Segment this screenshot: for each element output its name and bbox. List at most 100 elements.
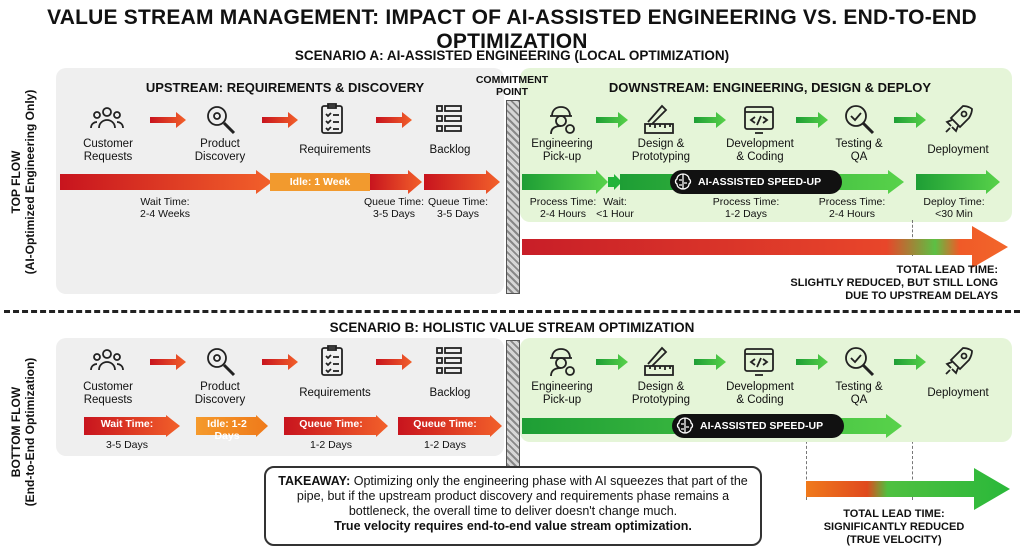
engineer-helmet-icon [550, 106, 575, 135]
bottom-wait-bar [84, 415, 180, 437]
step-customer-requests: Customer Requests [83, 381, 133, 406]
scenario-a-title: SCENARIO A: AI-ASSISTED ENGINEERING (LOC… [294, 48, 730, 63]
flow-arrow [376, 112, 412, 128]
bottom-flow-label: BOTTOM FLOW(End-to-End Optimization) [9, 357, 37, 507]
code-window-icon [744, 106, 774, 134]
bottom-ai-badge-text: AI-ASSISTED SPEED-UP [700, 420, 824, 432]
step-testing-qa: Testing & QA [835, 381, 883, 406]
top-queue-bar-2 [424, 170, 500, 194]
top-queue-bar-1 [370, 170, 422, 194]
clipboard-checklist-icon [321, 345, 343, 376]
top-wait-bar [60, 170, 272, 194]
top-ai-speedup-badge: AI-ASSISTED SPEED-UP [670, 170, 842, 194]
top-deploy-bar [916, 170, 1000, 194]
scenario-divider [4, 310, 1020, 313]
flow-arrow [694, 112, 726, 128]
bottom-queue-bar-1 [284, 415, 388, 437]
step-design-prototyping: Design & Prototyping [631, 138, 691, 163]
flow-arrow [894, 112, 926, 128]
step-backlog: Backlog [429, 144, 471, 156]
page-title: VALUE STREAM MANAGEMENT: IMPACT OF AI-AS… [47, 6, 977, 53]
top-lead-time-text: TOTAL LEAD TIME:SLIGHTLY REDUCED, BUT ST… [790, 264, 998, 302]
design-ruler-icon [644, 346, 674, 376]
takeaway-text: Optimizing only the engineering phase wi… [296, 474, 748, 518]
flow-arrow [894, 354, 926, 370]
top-total-lead-time-arrow [522, 226, 1008, 268]
top-process-time-1: Process Time:2-4 Hours [529, 196, 597, 220]
flow-arrow [376, 354, 412, 370]
commitment-point-barrier [506, 100, 520, 294]
step-deployment: Deployment [927, 144, 989, 156]
flow-arrow [150, 112, 186, 128]
top-wait-time-2: Wait:<1 Hour [596, 196, 634, 220]
bottom-total-lead-time-arrow [806, 468, 1010, 510]
test-check-icon [845, 105, 875, 135]
bottom-queue-label-1: Queue Time: [299, 418, 363, 430]
takeaway-box: TAKEAWAY: Optimizing only the engineerin… [264, 466, 762, 546]
top-wait-time: Wait Time:2-4 Weeks [140, 196, 190, 220]
top-upstream-header: UPSTREAM: REQUIREMENTS & DISCOVERY [145, 80, 425, 95]
customers-icon [90, 107, 124, 129]
takeaway-label: TAKEAWAY: [278, 474, 351, 488]
flow-arrow [796, 354, 828, 370]
bottom-queue-label-2: Queue Time: [413, 418, 477, 430]
step-requirements: Requirements [299, 144, 371, 156]
top-wait-arrow [608, 174, 622, 190]
code-window-icon [744, 348, 774, 376]
step-requirements: Requirements [299, 387, 371, 399]
test-check-icon [845, 347, 875, 377]
guide-line [806, 410, 807, 500]
top-downstream-header: DOWNSTREAM: ENGINEERING, DESIGN & DEPLOY [608, 80, 932, 95]
top-process-time-3: Process Time:2-4 Hours [818, 196, 886, 220]
bottom-upstream-panel [56, 338, 504, 456]
engineer-helmet-icon [550, 348, 575, 377]
flow-arrow [694, 354, 726, 370]
bottom-queue-value-2: 1-2 Days [423, 439, 466, 451]
backlog-list-icon [436, 347, 462, 374]
magnifier-gear-icon [207, 106, 236, 135]
bottom-queue-bar-2 [398, 415, 502, 437]
step-deployment: Deployment [927, 387, 989, 399]
top-idle-pill: Idle: 1 Week [270, 173, 370, 191]
flow-arrow [262, 354, 298, 370]
scenario-b-title: SCENARIO B: HOLISTIC VALUE STREAM OPTIMI… [329, 320, 695, 335]
commitment-point-label: COMMITMENT POINT [475, 74, 549, 98]
top-queue-time-1: Queue Time:3-5 Days [363, 196, 425, 220]
top-flow-label: TOP FLOW(AI-Optimized Engineering Only) [9, 89, 37, 275]
top-deploy-time: Deploy Time:<30 Min [923, 196, 985, 220]
bottom-idle-bar [196, 415, 268, 437]
magnifier-gear-icon [207, 348, 236, 377]
guide-line [912, 220, 913, 256]
bottom-wait-label: Wait Time: [100, 418, 154, 430]
step-development-coding: Development & Coding [726, 138, 794, 163]
step-product-discovery: Product Discovery [194, 381, 246, 406]
step-product-discovery: Product Discovery [194, 138, 246, 163]
brain-icon [674, 173, 692, 190]
bottom-lead-time-text: TOTAL LEAD TIME:SIGNIFICANTLY REDUCED(TR… [823, 508, 965, 546]
customers-icon [90, 349, 124, 371]
top-process-bar-1 [522, 170, 608, 194]
commitment-point-barrier-bottom [506, 340, 520, 478]
flow-arrow [262, 112, 298, 128]
bottom-idle-label: Idle: 1-2 Days [207, 418, 247, 442]
design-ruler-icon [644, 104, 674, 134]
top-queue-time-2: Queue Time:3-5 Days [427, 196, 489, 220]
flow-arrow [796, 112, 828, 128]
step-testing-qa: Testing & QA [835, 138, 883, 163]
top-ai-badge-text: AI-ASSISTED SPEED-UP [698, 176, 822, 188]
step-customer-requests: Customer Requests [83, 138, 133, 163]
step-backlog: Backlog [429, 387, 471, 399]
takeaway-bold: True velocity requires end-to-end value … [334, 519, 692, 533]
flow-arrow [596, 112, 628, 128]
top-process-time-2: Process Time:1-2 Days [712, 196, 780, 220]
flow-arrow [150, 354, 186, 370]
backlog-list-icon [436, 105, 462, 132]
top-downstream-panel [520, 68, 1012, 222]
clipboard-checklist-icon [321, 103, 343, 134]
step-design-prototyping: Design & Prototyping [631, 381, 691, 406]
step-engineering-pickup: Engineering Pick-up [531, 381, 593, 406]
bottom-ai-speedup-badge: AI-ASSISTED SPEED-UP [672, 414, 844, 438]
step-engineering-pickup: Engineering Pick-up [531, 138, 593, 163]
bottom-queue-value-1: 1-2 Days [309, 439, 352, 451]
rocket-icon [945, 105, 973, 133]
